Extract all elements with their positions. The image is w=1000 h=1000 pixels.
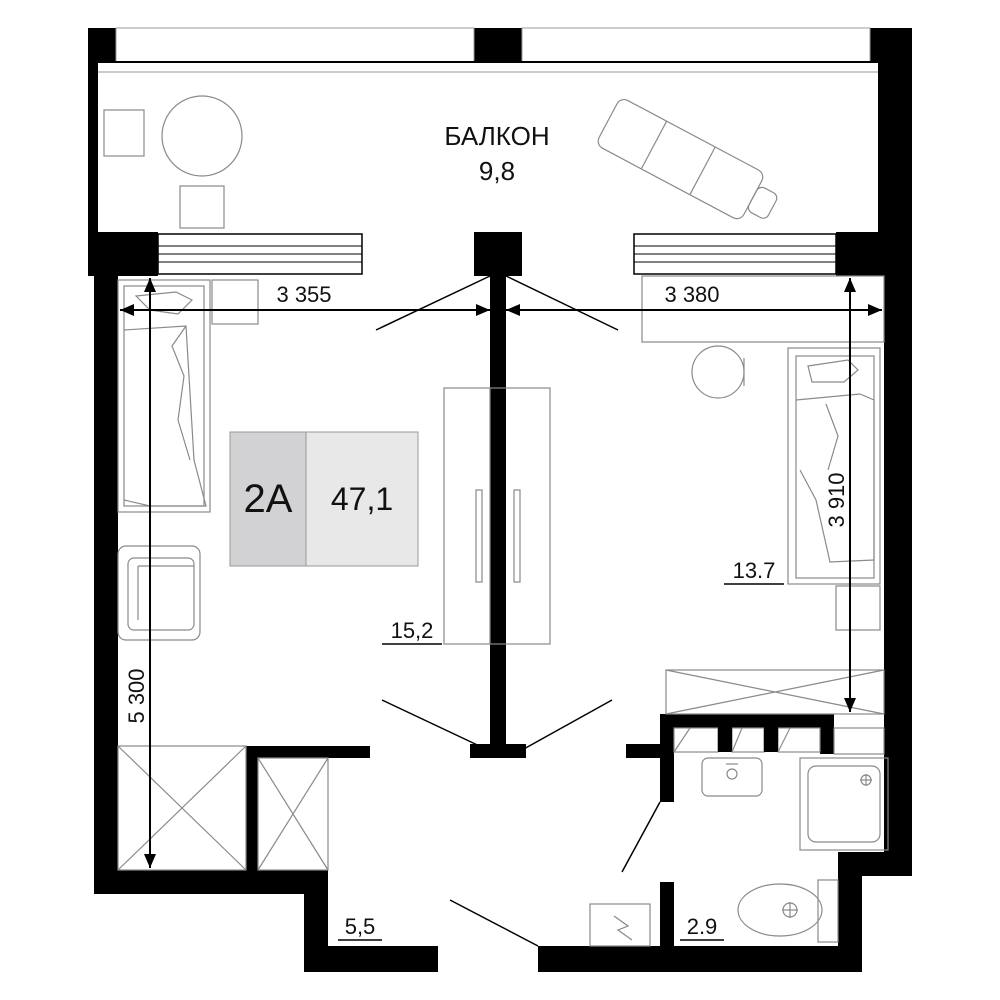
room-area-living: 15,2 <box>391 618 434 643</box>
room-area-bedroom: 13.7 <box>733 558 776 583</box>
room-area-hall: 5,5 <box>345 914 376 939</box>
balcony-wall-left <box>88 62 98 238</box>
balcony-wall-right <box>878 62 912 238</box>
dimension-right-width: 3 380 <box>664 282 719 307</box>
balcony-area: 9,8 <box>479 156 515 186</box>
shower-icon <box>799 757 889 851</box>
balcony-pillar-center <box>474 28 522 62</box>
balcony-lounger <box>597 99 778 220</box>
apartment-badge: 2А 47,1 <box>229 431 419 567</box>
walls <box>88 232 912 972</box>
nightstand-right <box>835 585 881 631</box>
apartment-total-area: 47,1 <box>331 481 393 517</box>
bed-right <box>787 347 881 585</box>
dimension-left-height: 5 300 <box>124 668 149 723</box>
balcony-corner-right <box>870 28 912 62</box>
balcony-name: БАЛКОН <box>444 121 549 151</box>
electrical-panel-icon <box>589 903 651 947</box>
room-area-bathroom: 2.9 <box>687 914 718 939</box>
balcony-chair-bottom <box>179 185 225 229</box>
armchair-left <box>117 545 201 641</box>
nightstand-left <box>211 279 259 325</box>
window-left <box>157 233 363 275</box>
closet-hall <box>257 757 329 871</box>
closet-left <box>117 745 247 871</box>
balcony-corner-left <box>88 28 116 62</box>
sink-icon <box>701 757 763 797</box>
window-right <box>633 233 837 275</box>
toilet-icon <box>737 879 839 943</box>
closet-right <box>665 669 885 715</box>
apartment-type: 2А <box>244 477 293 521</box>
door-swings <box>375 275 661 947</box>
apartment-area-box <box>305 431 419 567</box>
dimension-right-height: 3 910 <box>824 472 849 527</box>
room-areas: 15,2 13.7 5,5 2.9 <box>338 558 784 941</box>
wardrobe-center <box>443 387 551 645</box>
bed-left <box>117 279 211 513</box>
balcony <box>88 27 912 238</box>
ventilation-ducts <box>673 722 885 755</box>
chair-right <box>691 345 745 399</box>
dimension-left-width: 3 355 <box>276 282 331 307</box>
balcony-table <box>161 95 243 177</box>
dimension-lines <box>120 278 882 868</box>
balcony-chair-left <box>103 109 145 157</box>
